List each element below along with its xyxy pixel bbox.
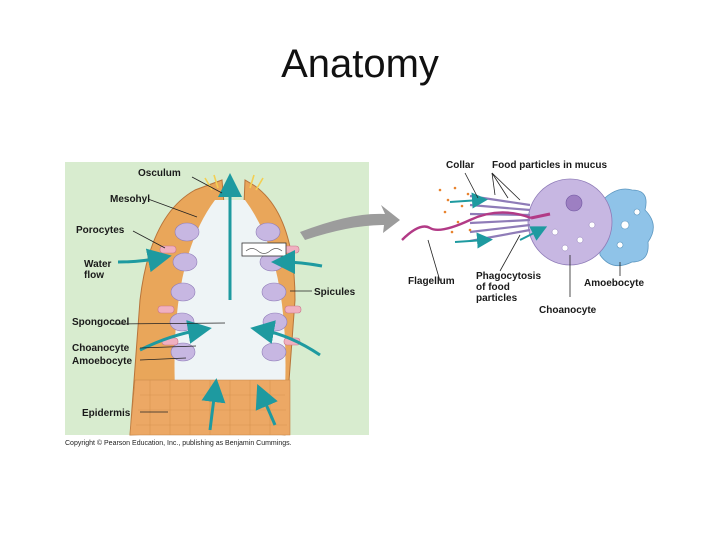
choanocyte-cell [527, 178, 613, 266]
flagellum [401, 211, 532, 241]
label-collar: Collar [446, 160, 475, 171]
copyright-notice: Copyright © Pearson Education, Inc., pub… [65, 440, 292, 447]
label-osculum: Osculum [138, 168, 181, 179]
collar [469, 194, 531, 243]
label-spicules: Spicules [314, 287, 356, 298]
label-phagocytosis: Phagocytosis of food particles [476, 271, 542, 304]
label-water-flow: Water flow [84, 259, 112, 281]
label-amoebocyte: Amoebocyte [72, 356, 133, 367]
zoom-arrow [300, 205, 400, 240]
label-food-particles: Food particles in mucus [492, 160, 608, 171]
label-spongocoel: Spongocoel [72, 317, 130, 328]
label-epidermis: Epidermis [82, 408, 131, 419]
label-flagellum: Flagellum [408, 276, 455, 287]
label-amoebocyte-cell: Amoebocyte [584, 278, 645, 289]
choanocyte-detail [401, 172, 654, 297]
label-mesohyl: Mesohyl [110, 194, 151, 205]
sponge-leader-lines [111, 176, 312, 413]
label-choanocyte: Choanocyte [72, 343, 130, 354]
slide-title: Anatomy [281, 42, 439, 86]
label-porocytes: Porocytes [76, 225, 125, 236]
label-choanocyte-cell: Choanocyte [539, 305, 597, 316]
water-flow-arrows [117, 173, 323, 431]
